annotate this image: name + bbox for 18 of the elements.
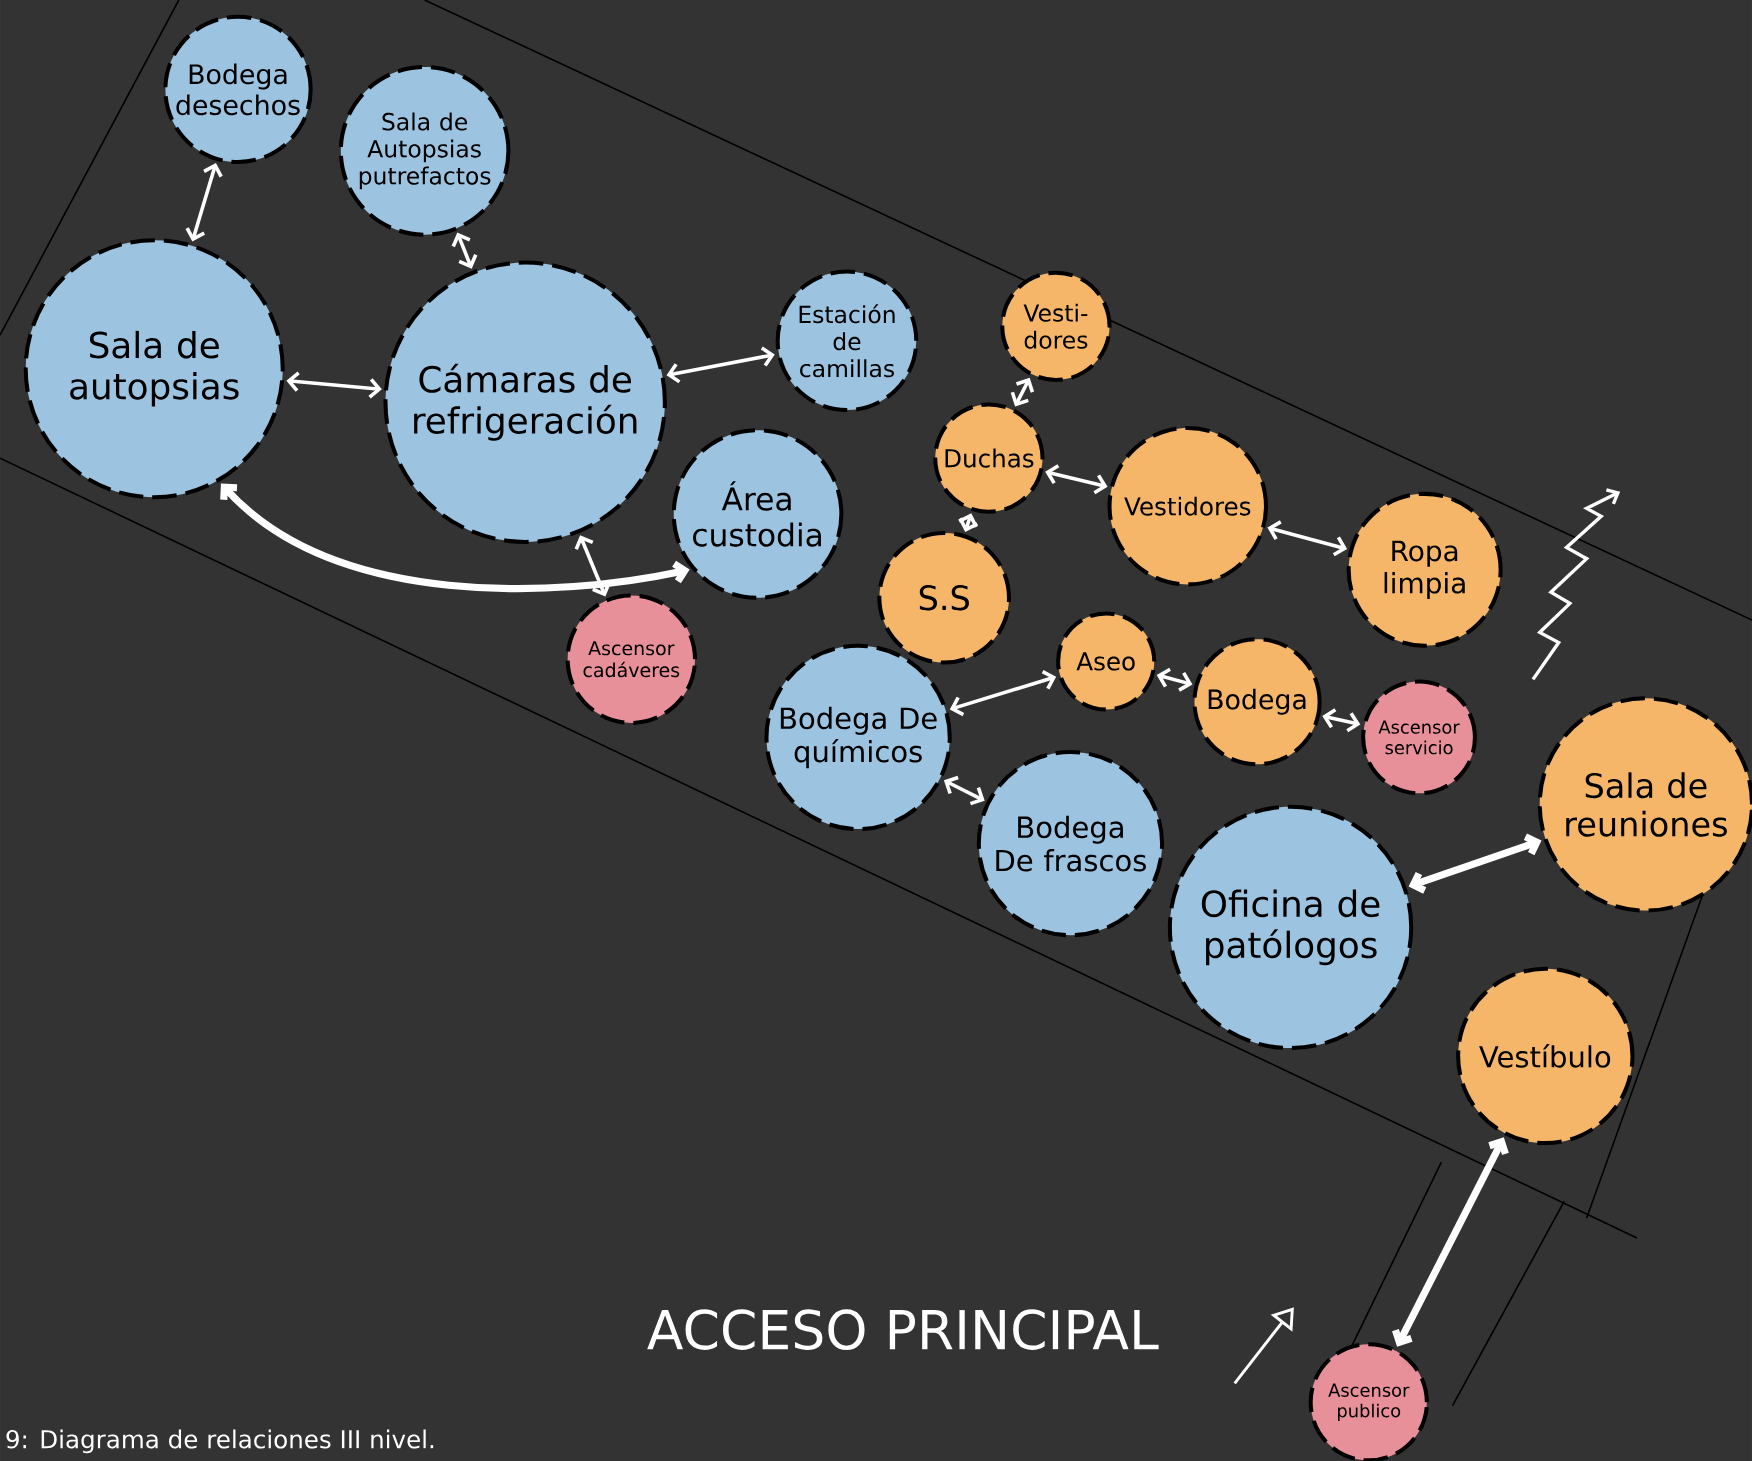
arrow: [958, 513, 979, 532]
arrow: [1392, 1137, 1509, 1347]
caption: 9: Diagrama de relaciones III nivel.: [6, 1429, 434, 1454]
arrow: [1156, 667, 1193, 692]
arrow: [1408, 833, 1542, 894]
arrow: [666, 346, 775, 384]
entrance-label: ACCESO PRINCIPAL: [647, 1309, 1159, 1350]
arrow: [1010, 377, 1035, 407]
arrow: [1045, 463, 1108, 495]
arrow: [220, 483, 690, 592]
arrow: [185, 162, 223, 242]
arrow: [451, 232, 478, 269]
arrow: [943, 775, 985, 806]
arrow: [949, 669, 1057, 716]
arrow: [1322, 708, 1361, 733]
arrow: [574, 535, 611, 597]
arrow: [286, 371, 382, 399]
arrow: [1267, 520, 1348, 556]
